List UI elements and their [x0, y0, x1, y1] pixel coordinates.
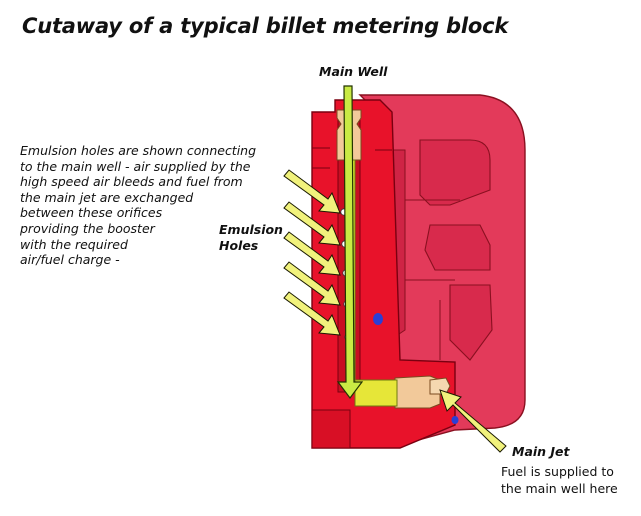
- main-jet-arrow: [439, 389, 507, 453]
- emulsion-description: Emulsion holes are shown connecting to t…: [20, 143, 275, 268]
- description-line: Emulsion holes are shown connecting: [20, 143, 257, 158]
- block-cavity-upper: [419, 139, 491, 206]
- main-well-arrow: [336, 85, 364, 399]
- description-line: to the main well - air supplied by the: [20, 158, 251, 174]
- block-lower-step: [311, 409, 351, 449]
- description-line: air/fuel charge -: [20, 252, 120, 268]
- diagram-title: Cutaway of a typical billet metering blo…: [22, 14, 509, 38]
- description-line: with the required: [20, 236, 128, 252]
- main-jet-description-line: the main well here: [501, 481, 618, 496]
- description-line: between these orifices: [20, 205, 163, 221]
- blue-passage-hole: [373, 313, 383, 325]
- emulsion-arrow: [283, 201, 341, 246]
- emulsion-arrow: [283, 169, 341, 214]
- main-jet-body: [394, 375, 441, 409]
- main-jet-description: Fuel is supplied to the main well here: [501, 463, 636, 497]
- description-line: high speed air bleeds and fuel from: [20, 174, 243, 190]
- main-jet-description-line: Fuel is supplied to: [501, 464, 614, 479]
- main-well-label: Main Well: [319, 64, 388, 79]
- emulsion-arrow: [283, 261, 341, 306]
- description-line: the main jet are exchanged: [20, 189, 194, 205]
- block-cavity-mid: [424, 224, 491, 271]
- description-line: providing the booster: [20, 220, 155, 236]
- emulsion-arrow: [283, 231, 341, 276]
- main-well-base-fitting: [354, 379, 398, 407]
- emulsion-holes-label: Emulsion Holes: [219, 222, 283, 253]
- blue-passage-hole: [451, 416, 459, 424]
- block-cavity-lower: [449, 284, 493, 361]
- emulsion-arrows: [283, 169, 341, 336]
- main-jet-label: Main Jet: [512, 444, 570, 459]
- emulsion-arrow: [283, 291, 341, 336]
- main-jet-tip: [429, 377, 451, 395]
- block-step-line: [312, 147, 392, 169]
